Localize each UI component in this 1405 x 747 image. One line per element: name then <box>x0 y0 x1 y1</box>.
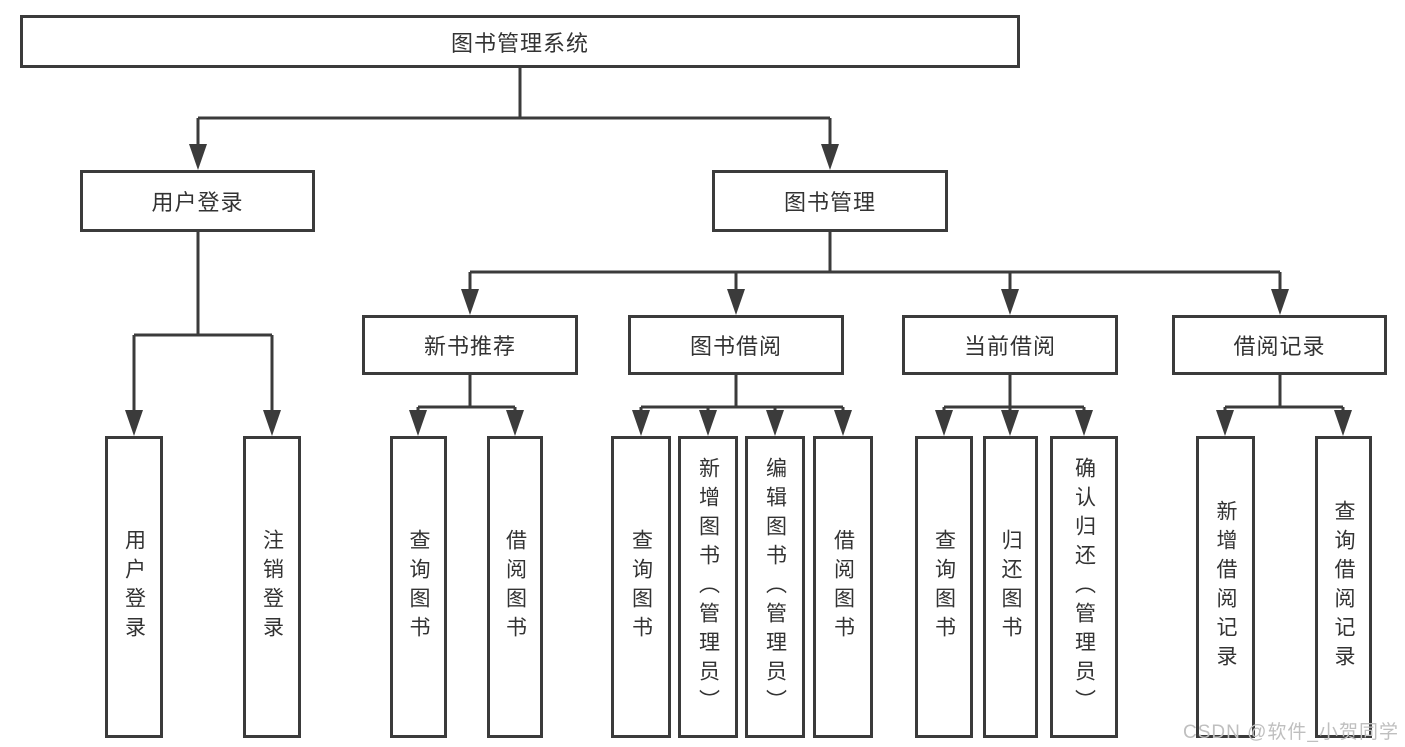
leaf-return-books: 归还图书 <box>983 436 1038 738</box>
watermark: CSDN @软件_小贺同学 <box>1183 722 1399 743</box>
leaf-query-borrow-record: 查询借阅记录 <box>1315 436 1372 738</box>
leaf-confirm-return-admin-label: 确认归还（管理员） <box>1072 456 1096 718</box>
node-library-management-system: 图书管理系统 <box>20 15 1020 68</box>
leaf-query-books-recommend-label: 查询图书 <box>407 529 431 645</box>
node-book-management: 图书管理 <box>712 170 948 232</box>
leaf-query-books-current-label: 查询图书 <box>932 529 956 645</box>
node-current-borrow: 当前借阅 <box>902 315 1118 375</box>
node-new-book-recommend: 新书推荐 <box>362 315 578 375</box>
leaf-add-borrow-record: 新增借阅记录 <box>1196 436 1255 738</box>
leaf-logout-label: 注销登录 <box>260 529 284 645</box>
leaf-logout: 注销登录 <box>243 436 301 738</box>
leaf-query-borrow-record-label: 查询借阅记录 <box>1332 500 1356 674</box>
leaf-borrow-books-label: 借阅图书 <box>831 529 855 645</box>
leaf-borrow-books-recommend: 借阅图书 <box>487 436 543 738</box>
leaf-user-login: 用户登录 <box>105 436 163 738</box>
leaf-add-book-admin-label: 新增图书（管理员） <box>696 456 720 718</box>
leaf-query-books-current: 查询图书 <box>915 436 973 738</box>
leaf-add-book-admin: 新增图书（管理员） <box>678 436 738 738</box>
leaf-borrow-books: 借阅图书 <box>813 436 873 738</box>
leaf-query-books-recommend: 查询图书 <box>390 436 447 738</box>
node-borrow-records: 借阅记录 <box>1172 315 1387 375</box>
node-book-borrow: 图书借阅 <box>628 315 844 375</box>
leaf-query-books-borrow: 查询图书 <box>611 436 671 738</box>
leaf-confirm-return-admin: 确认归还（管理员） <box>1050 436 1118 738</box>
leaf-query-books-borrow-label: 查询图书 <box>629 529 653 645</box>
leaf-user-login-label: 用户登录 <box>122 529 146 645</box>
leaf-return-books-label: 归还图书 <box>999 529 1023 645</box>
leaf-edit-book-admin-label: 编辑图书（管理员） <box>763 456 787 718</box>
leaf-edit-book-admin: 编辑图书（管理员） <box>745 436 805 738</box>
leaf-add-borrow-record-label: 新增借阅记录 <box>1214 500 1238 674</box>
node-user-login: 用户登录 <box>80 170 315 232</box>
leaf-borrow-books-recommend-label: 借阅图书 <box>503 529 527 645</box>
